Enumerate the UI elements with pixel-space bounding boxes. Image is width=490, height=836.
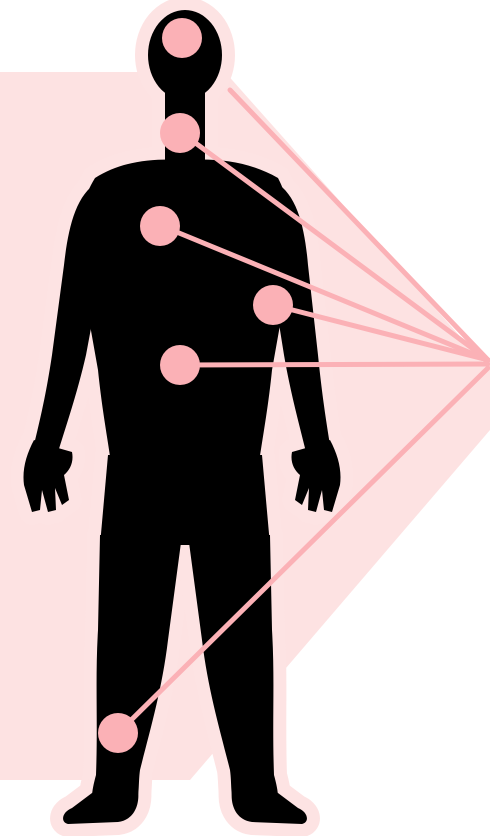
marker-throat[interactable] [160, 113, 200, 153]
marker-head[interactable] [162, 18, 202, 58]
marker-right-arm[interactable] [253, 285, 293, 325]
marker-chest[interactable] [140, 206, 180, 246]
marker-abdomen[interactable] [160, 345, 200, 385]
marker-knee[interactable] [98, 713, 138, 753]
connector-abdomen [180, 364, 488, 365]
